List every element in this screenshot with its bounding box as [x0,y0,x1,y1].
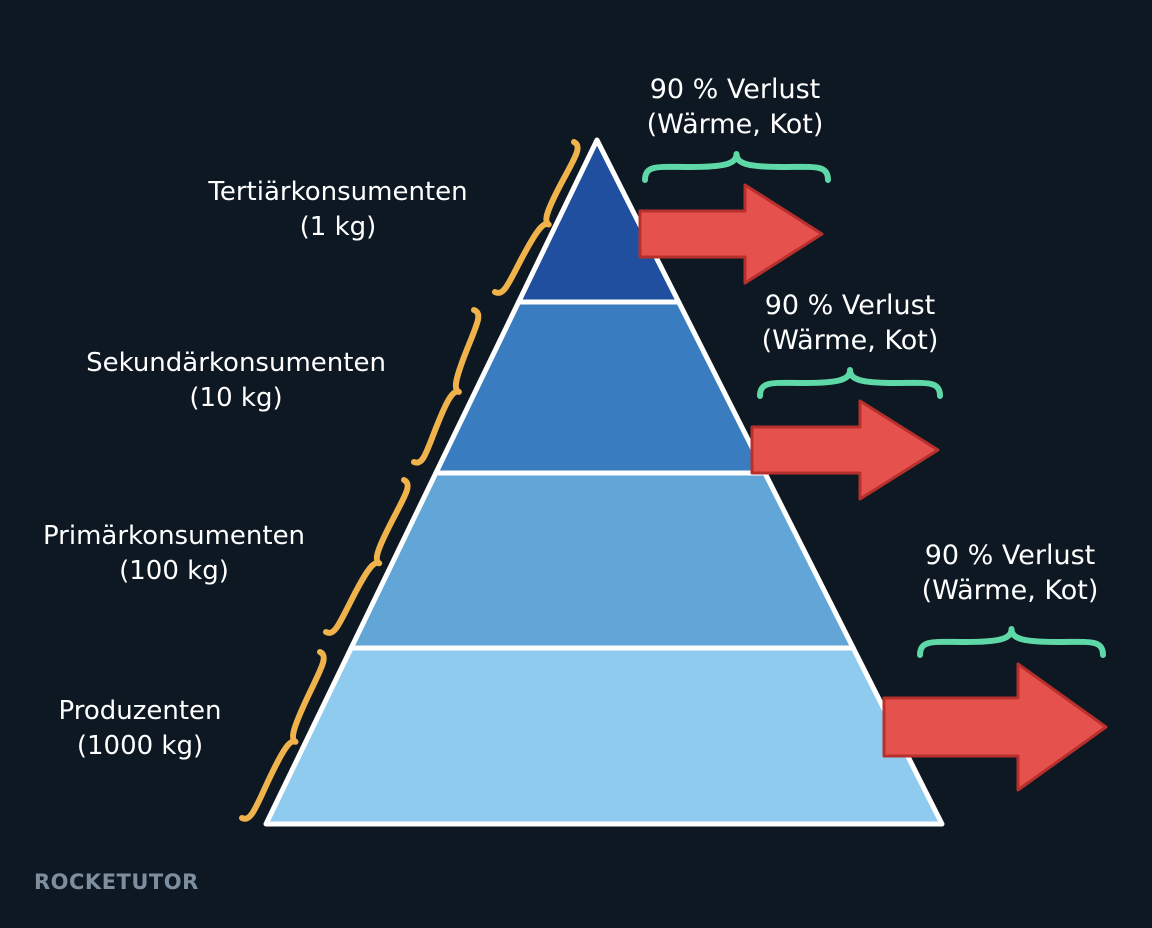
level-label-tertiary: Tertiärkonsumenten (1 kg) [208,175,467,245]
tier-primary [348,470,856,651]
brand-logo: ROCKETUTOR [34,870,199,894]
loss-cause: (Wärme, Kot) [921,575,1099,606]
loss-percent: 90 % Verlust [764,290,936,321]
loss-cause: (Wärme, Kot) [761,325,939,356]
loss-arrow-bottom [882,662,1108,792]
level-brace-producers [239,649,327,822]
loss-brace-middle [757,367,943,399]
level-mass: (1000 kg) [76,731,204,761]
loss-brace-top [642,151,831,183]
level-label-producers: Produzenten (1000 kg) [58,694,221,764]
loss-label-top: 90 % Verlust (Wärme, Kot) [647,72,824,142]
loss-percent: 90 % Verlust [649,74,821,105]
level-name: Tertiärkonsumenten [208,177,468,207]
loss-label-middle: 90 % Verlust (Wärme, Kot) [762,288,939,358]
tier-secondary [433,299,768,476]
loss-label-bottom: 90 % Verlust (Wärme, Kot) [922,538,1099,608]
level-mass: (100 kg) [119,556,229,586]
loss-arrow-middle [750,399,940,501]
level-name: Produzenten [58,696,222,726]
level-brace-primary [323,477,411,636]
level-brace-tertiary [492,139,581,296]
loss-cause: (Wärme, Kot) [646,109,824,140]
level-label-primary: Primärkonsumenten (100 kg) [43,519,305,589]
level-label-secondary: Sekundärkonsumenten (10 kg) [86,346,386,416]
loss-arrow-top [638,183,824,285]
level-name: Sekundärkonsumenten [86,348,386,378]
level-brace-secondary [411,307,482,466]
loss-percent: 90 % Verlust [924,540,1096,571]
level-mass: (1 kg) [299,212,377,242]
loss-brace-bottom [917,626,1106,658]
level-name: Primärkonsumenten [42,521,306,551]
level-mass: (10 kg) [189,383,283,413]
tier-producers [263,645,945,827]
